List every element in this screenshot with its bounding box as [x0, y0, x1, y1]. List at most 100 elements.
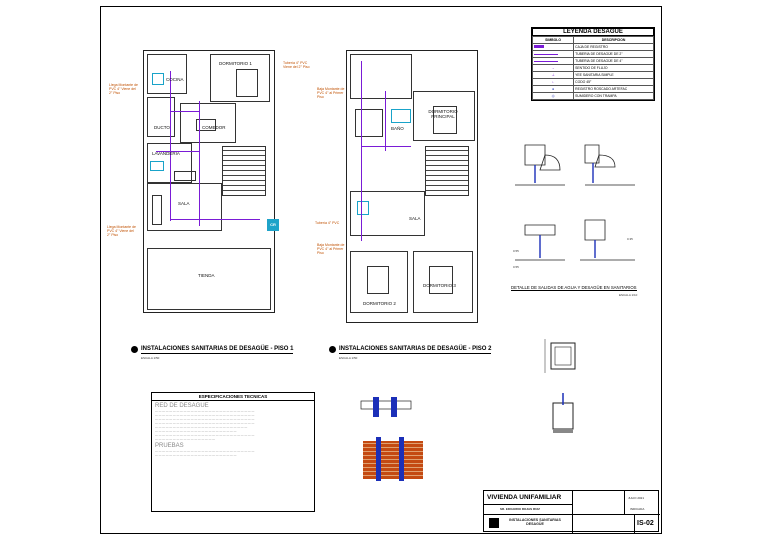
drain-pipe-h2 — [156, 151, 200, 153]
label-ducto: DUCTO — [154, 125, 170, 130]
floor1-plan: COCINA DORMITORIO 1 DUCTO COMEDOR LAVAND… — [143, 50, 275, 313]
legend-row: TUBERIA DE DESAGÜE DE 2" — [573, 50, 654, 58]
brick-wall-detail — [363, 441, 423, 479]
specs-line: — — — — — — — — — — — — — — — — — — — — … — [155, 417, 255, 421]
title-block-divider — [484, 504, 572, 505]
label-dormitorio1: DORMITORIO 1 — [219, 61, 252, 66]
legend-row: CODO 45° — [573, 78, 654, 86]
specs-line: — — — — — — — — — — — — — — — — — — — — … — [155, 421, 255, 425]
legend-sym-caja — [531, 43, 575, 51]
specs-line: — — — — — — — — — — — — — — — — — — — — … — [155, 453, 237, 457]
legend-col-desc: DESCRIPCION — [573, 36, 654, 44]
room-stairs — [222, 146, 266, 196]
pipe-in-wall-1 — [376, 437, 381, 481]
note-f1-right-top: Tubería 4" PVC Viene del 2° Piso — [283, 61, 310, 69]
room-tienda — [147, 248, 271, 310]
drawing-sheet: COCINA DORMITORIO 1 DUCTO COMEDOR LAVAND… — [100, 6, 662, 534]
title-block-vdivider — [624, 491, 625, 514]
label-bano: BAÑO — [391, 126, 404, 131]
scale-floor1: ESCALA 1/50 — [141, 356, 160, 360]
drain-pipe-h3 — [170, 111, 200, 113]
drain-pipe-h1 — [170, 219, 260, 221]
cr-box-floor1: CR — [267, 219, 279, 231]
room-f2-sala — [350, 191, 425, 236]
legend-row: CAJA DE REGISTRO — [573, 43, 654, 51]
water-box-2 — [150, 161, 164, 171]
specs-line: — — — — — — — — — — — — — — — — — — [155, 437, 215, 441]
title-block-date: JULIO 2021 — [628, 496, 645, 500]
legend-table: SIMBOLO DESCRIPCION CAJA DE REGISTRO TUB… — [531, 36, 654, 100]
detail-caption: DETALLE DE SALIDAS DE AGUA Y DESAGÜE EN … — [511, 285, 637, 291]
f2-bed-2 — [367, 266, 389, 294]
label-dormitorio-principal: DORMITORIO PRINCIPAL — [428, 109, 458, 119]
label-comedor: COMEDOR — [202, 125, 226, 130]
detail-dim-3: 0.35 — [627, 237, 633, 241]
drain-pipe-v2 — [199, 101, 201, 226]
room-lavanderia — [147, 143, 192, 183]
title-block-project: VIVIENDA UNIFAMILIAR — [487, 494, 562, 501]
detail-dim-2: 0.55 — [513, 265, 519, 269]
title-block-vdivider — [634, 514, 635, 533]
specs-line: — — — — — — — — — — — — — — — — — — — — … — [155, 449, 255, 453]
room-dormitorio3 — [413, 251, 473, 313]
title-floor1: INSTALACIONES SANITARIAS DE DESAGÜE - PI… — [141, 346, 294, 354]
title-block-sheet-title: INSTALACIONES SANITARIAS DESAGÜE — [509, 518, 561, 526]
room-sala — [147, 183, 222, 231]
note-f1-left-top: Llega Montante de PVC 4" Viene del 2° Pi… — [109, 83, 138, 95]
note-f2-left-top: Baja Montante de PVC 4" al Primer Piso — [317, 87, 345, 99]
sumidero-detail — [544, 339, 576, 433]
specs-line: — — — — — — — — — — — — — — — — — — — — … — [155, 429, 237, 433]
legend-sym-registro: ● — [531, 85, 575, 93]
detail-scale: ESCALA 1/10 — [619, 293, 638, 297]
legend-row: YEE SANITARIA SIMPLE — [573, 71, 654, 79]
specs-line: — — — — — — — — — — — — — — — — — — — — … — [155, 425, 248, 429]
legend-sym-sumidero: ◎ — [531, 92, 575, 100]
label-lavanderia: LAVANDERIA — [152, 151, 180, 156]
note-f2-left-bottom: Baja Montante de PVC 4" al Primer Piso — [317, 243, 345, 255]
note-f2-left-mid: Tubería 4" PVC — [315, 221, 340, 225]
f2-bed-3 — [429, 266, 453, 294]
sanitary-detail-drawings — [515, 144, 635, 261]
f2-bed-1 — [433, 106, 457, 134]
drain-pipe-v1 — [170, 71, 172, 221]
pipe-in-wall-2 — [399, 437, 404, 481]
room-cocina — [147, 54, 187, 94]
f2-water-box-2 — [357, 201, 369, 215]
room-dormitorio-principal — [413, 91, 475, 141]
f2-pipe-v1 — [361, 61, 363, 241]
title-block-vdivider — [572, 491, 573, 533]
furniture-sofa-2 — [174, 171, 196, 181]
label-f2-sala: SALA — [409, 216, 421, 221]
legend-sym-tub4 — [531, 57, 575, 65]
f2-pipe-v2 — [385, 91, 387, 151]
title-block-owner: SR. EDUARDO ROJAS RUIZ — [500, 507, 541, 511]
room-f2-stairs — [425, 146, 469, 196]
label-tienda: TIENDA — [198, 273, 215, 278]
legend-row: TUBERIA DE DESAGÜE DE 4" — [573, 57, 654, 65]
furniture-sofa — [152, 195, 162, 225]
legend-title: LEYENDA DESAGUE — [532, 28, 654, 36]
legend-box: LEYENDA DESAGUE SIMBOLO DESCRIPCION CAJA… — [531, 27, 655, 101]
title-block-sheet-number: IS-02 — [637, 520, 654, 527]
room-f2-bath1 — [355, 109, 383, 137]
f2-water-box-1 — [391, 109, 411, 123]
specs-line: — — — — — — — — — — — — — — — — — — — — … — [155, 409, 255, 413]
specs-box: ESPECIFICACIONES TECNICAS RED DE DESAGUE… — [151, 392, 315, 512]
legend-sym-codo: ∟ — [531, 78, 575, 86]
logo-mark — [489, 518, 499, 528]
title-marker-floor1 — [131, 346, 138, 353]
title-floor2: INSTALACIONES SANITARIAS DE DESAGÜE - PI… — [339, 346, 492, 354]
legend-row: REGISTRO ROSCADO ARTEFAC — [573, 85, 654, 93]
label-sala: SALA — [178, 201, 190, 206]
label-dormitorio2: DORMITORIO 2 — [363, 301, 396, 306]
title-block: VIVIENDA UNIFAMILIAR SR. EDUARDO ROJAS R… — [483, 490, 660, 533]
furniture-table — [196, 119, 216, 131]
specs-line: — — — — — — — — — — — — — — — — — — — — … — [155, 413, 255, 417]
legend-row: SENTIDO DE FLUJO — [573, 64, 654, 72]
scale-floor2: ESCALA 1/50 — [339, 356, 358, 360]
specs-line: — — — — — — — — — — — — — — — — — — — — … — [155, 433, 255, 437]
legend-col-symbol: SIMBOLO — [531, 36, 575, 44]
label-dormitorio3: DORMITORIO 3 — [423, 283, 456, 288]
room-dormitorio1 — [210, 54, 270, 102]
furniture-bed — [236, 69, 258, 97]
